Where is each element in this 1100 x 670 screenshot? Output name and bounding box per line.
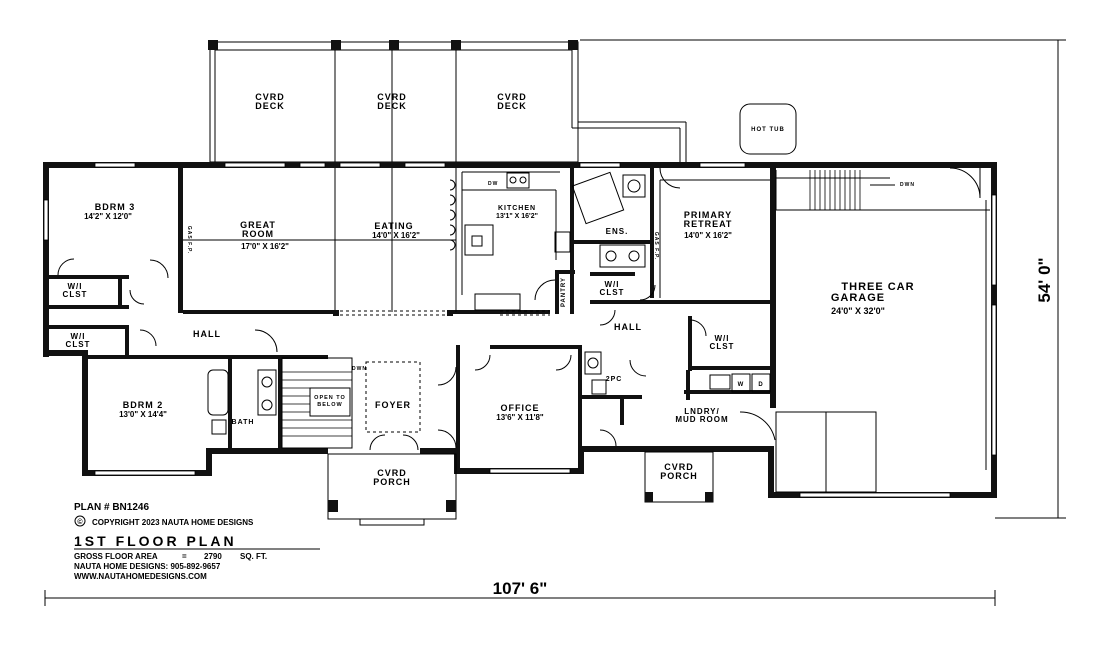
great-room-dim: 17'0" X 16'2" — [241, 242, 289, 251]
doors — [57, 167, 707, 451]
ens-label: ENS. — [606, 227, 629, 236]
plan-number: PLAN # BN1246 — [74, 502, 149, 513]
dryer-label: D — [758, 382, 763, 388]
washer-label: W — [738, 382, 745, 388]
front-porch — [327, 453, 457, 526]
side-porch — [644, 451, 714, 503]
eating-name: EATING — [374, 221, 413, 231]
gross-area-label: GROSS FLOOR AREA — [74, 552, 158, 561]
hot-tub-label: HOT TUB — [751, 127, 785, 133]
kitchen-dim: 13'1" X 16'2" — [496, 213, 538, 220]
bdrm2-dim: 13'0" X 14'4" — [119, 410, 167, 419]
laundry-fixtures — [709, 373, 771, 393]
hall-right-label: HALL — [614, 322, 642, 332]
bath-label: BATH — [232, 419, 255, 426]
gas-fp-label-2: GAS F.P. — [653, 232, 659, 260]
garage-dwn-label: DWN — [900, 182, 915, 188]
hot-tub — [739, 103, 797, 155]
floor-plan-title: 1ST FLOOR PLAN — [74, 533, 237, 549]
dw-label: DW — [488, 181, 498, 187]
office-dim: 13'6" X 11'8" — [496, 413, 544, 422]
kitchen-name: KITCHEN — [498, 205, 536, 212]
ensuite-fixtures — [571, 171, 646, 395]
interior-walls — [49, 168, 770, 450]
bath-fixtures — [207, 369, 277, 435]
gas-fp-label-1: GAS F.P. — [186, 226, 192, 254]
bdrm2-name: BDRM 2 — [123, 400, 164, 410]
kitchen-fixtures — [449, 171, 571, 311]
phone-line: NAUTA HOME DESIGNS: 905-892-9657 — [74, 562, 221, 571]
garage-interior — [739, 167, 990, 493]
covered-deck — [208, 40, 687, 163]
copyright-line: COPYRIGHT 2023 NAUTA HOME DESIGNS — [92, 518, 254, 527]
bdrm3-name: BDRM 3 — [95, 202, 136, 212]
hall-left-label: HALL — [193, 329, 221, 339]
copyright-symbol: © — [77, 518, 83, 526]
primary-retreat-dim: 14'0" X 16'2" — [684, 231, 732, 240]
pantry-label: PANTRY — [561, 277, 567, 307]
windows — [43, 162, 997, 498]
plan-info-block: PLAN # BN1246 © COPYRIGHT 2023 NAUTA HOM… — [74, 502, 320, 581]
two-pc-label: 2PC — [606, 376, 623, 383]
room-dividers — [183, 168, 770, 316]
gross-area-unit: SQ. FT. — [240, 552, 267, 561]
stair-dwn-label: DWN — [352, 366, 367, 372]
laundry-label: LNDRY/MUD ROOM — [675, 407, 728, 424]
foyer-label: FOYER — [375, 400, 411, 410]
website-line: WWW.NAUTAHOMEDESIGNS.COM — [74, 572, 207, 581]
overall-dimension-lines — [44, 39, 1066, 606]
gross-area-equals: = — [182, 552, 187, 561]
bdrm3-dim: 14'2" X 12'0" — [84, 212, 132, 221]
office-name: OFFICE — [501, 403, 540, 413]
depth-dimension: 54' 0" — [1035, 257, 1054, 302]
stairs — [281, 357, 421, 449]
garage-dim: 24'0" X 32'0" — [831, 306, 885, 316]
width-dimension: 107' 6" — [493, 579, 548, 598]
eating-dim: 14'0" X 16'2" — [372, 231, 420, 240]
gross-area-value: 2790 — [204, 552, 222, 561]
